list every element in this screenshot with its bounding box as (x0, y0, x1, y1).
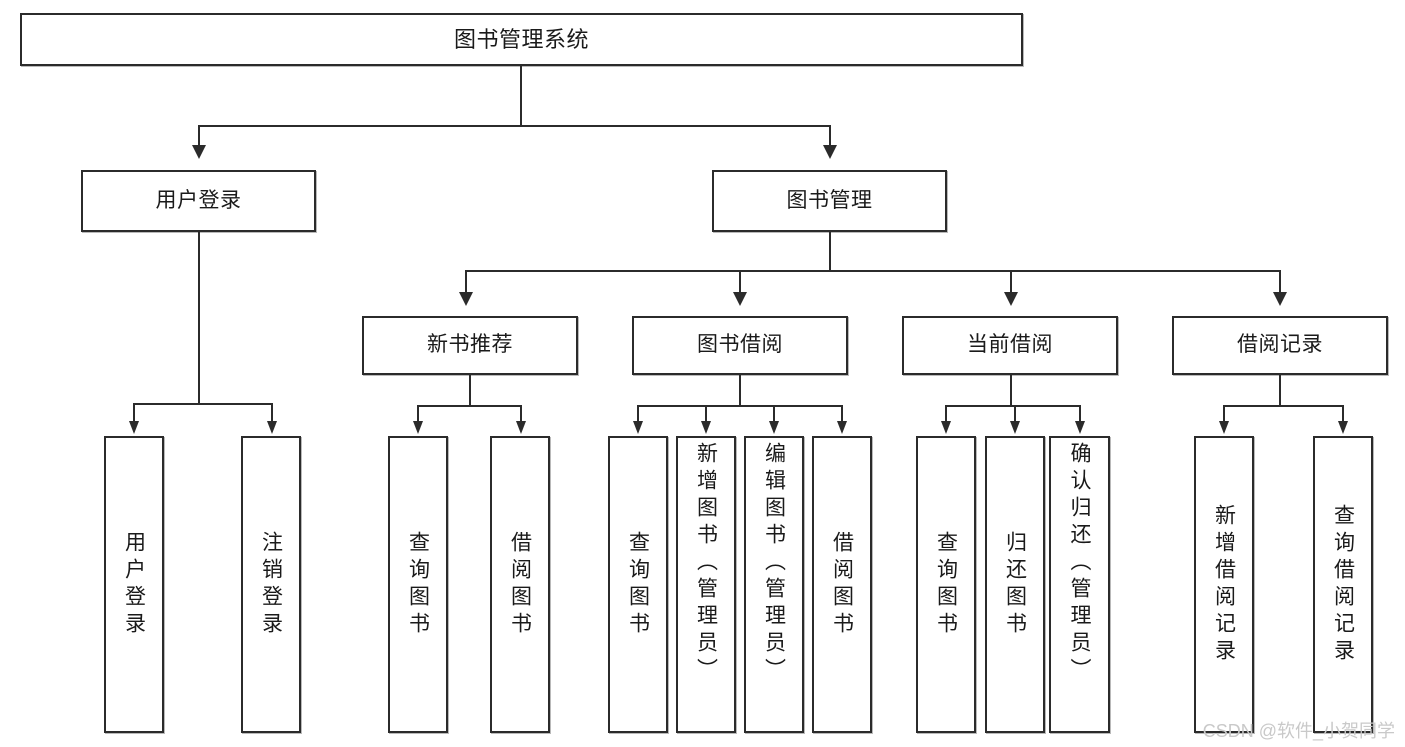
leaf-query-book-1[interactable]: 查询图书 (388, 436, 448, 733)
leaf-query-book-2[interactable]: 查询图书 (608, 436, 668, 733)
arrow-cb-leaf1 (941, 421, 951, 434)
leaf-add-book[interactable]: 新增图书（管理员） (676, 436, 736, 733)
leaf-logout-label: 注销登录 (259, 530, 283, 639)
node-root-label: 图书管理系统 (453, 26, 589, 52)
node-new-book-recommend[interactable]: 新书推荐 (362, 316, 578, 375)
leaf-borrow-book-2-label: 借阅图书 (830, 530, 854, 639)
node-borrow-record-label: 借阅记录 (1237, 333, 1323, 357)
node-book-manage[interactable]: 图书管理 (712, 170, 947, 232)
leaf-query-book-2-label: 查询图书 (626, 530, 650, 639)
node-current-borrow[interactable]: 当前借阅 (902, 316, 1118, 375)
leaf-return-book-label: 归还图书 (1003, 530, 1027, 639)
leaf-add-record[interactable]: 新增借阅记录 (1194, 436, 1254, 733)
connector-to-borrow-record (1279, 270, 1281, 295)
leaf-query-book-3[interactable]: 查询图书 (916, 436, 976, 733)
leaf-borrow-book-1[interactable]: 借阅图书 (490, 436, 550, 733)
arrow-cb-leaf2 (1010, 421, 1020, 434)
leaf-add-book-label: 新增图书（管理员） (694, 442, 718, 685)
connector-bb-leaf2 (705, 405, 707, 423)
connector-current-borrow-stem (1010, 375, 1012, 406)
leaf-edit-book-label: 编辑图书（管理员） (762, 442, 786, 685)
connector-br-leaf2 (1342, 405, 1344, 423)
leaf-return-book[interactable]: 归还图书 (985, 436, 1045, 733)
connector-root-to-user-login (198, 125, 200, 147)
arrow-br-leaf1 (1219, 421, 1229, 434)
connector-br-leaf1 (1223, 405, 1225, 423)
connector-cb-leaf1 (945, 405, 947, 423)
arrow-bb-leaf2 (701, 421, 711, 434)
node-borrow-record[interactable]: 借阅记录 (1172, 316, 1388, 375)
arrow-cb-leaf3 (1075, 421, 1085, 434)
node-new-book-recommend-label: 新书推荐 (427, 333, 513, 357)
node-current-borrow-label: 当前借阅 (967, 333, 1053, 357)
arrow-bb-leaf1 (633, 421, 643, 434)
connector-cb-leaf2 (1014, 405, 1016, 423)
leaf-confirm-return[interactable]: 确认归还（管理员） (1049, 436, 1110, 733)
arrow-user-login-leaf2 (267, 421, 277, 434)
leaf-borrow-book-1-label: 借阅图书 (508, 530, 532, 639)
leaf-query-record[interactable]: 查询借阅记录 (1313, 436, 1373, 733)
arrow-br-leaf2 (1338, 421, 1348, 434)
arrow-user-login-leaf1 (129, 421, 139, 434)
connector-bb-leaf3 (773, 405, 775, 423)
leaf-query-book-3-label: 查询图书 (934, 530, 958, 639)
leaf-query-record-label: 查询借阅记录 (1331, 503, 1355, 666)
connector-book-borrow-stem (739, 375, 741, 406)
arrow-nbr-leaf2 (516, 421, 526, 434)
connector-book-borrow-bar (637, 405, 843, 407)
arrow-to-new-book-recommend (459, 292, 473, 306)
connector-user-login-stem (198, 232, 200, 404)
connector-to-new-book-recommend (465, 270, 467, 295)
connector-new-book-recommend-stem (469, 375, 471, 406)
connector-to-current-borrow (1010, 270, 1012, 295)
arrow-root-to-user-login (192, 145, 206, 159)
arrow-bb-leaf4 (837, 421, 847, 434)
connector-book-manage-stem (829, 232, 831, 272)
connector-borrow-record-stem (1279, 375, 1281, 406)
node-book-borrow-label: 图书借阅 (697, 333, 783, 357)
connector-root-to-book-manage (829, 125, 831, 147)
connector-user-login-bar (133, 403, 273, 405)
connector-user-login-leaf1 (133, 403, 135, 423)
arrow-bb-leaf3 (769, 421, 779, 434)
leaf-user-login-label: 用户登录 (122, 530, 146, 639)
arrow-to-current-borrow (1004, 292, 1018, 306)
node-book-borrow[interactable]: 图书借阅 (632, 316, 848, 375)
arrow-root-to-book-manage (823, 145, 837, 159)
leaf-add-record-label: 新增借阅记录 (1212, 503, 1236, 666)
connector-root-stem (520, 66, 522, 126)
node-root[interactable]: 图书管理系统 (20, 13, 1023, 66)
node-book-manage-label: 图书管理 (786, 188, 873, 212)
connector-bb-leaf1 (637, 405, 639, 423)
leaf-user-login[interactable]: 用户登录 (104, 436, 164, 733)
node-user-login-label: 用户登录 (155, 188, 242, 212)
connector-book-manage-bar (465, 270, 1280, 272)
connector-bb-leaf4 (841, 405, 843, 423)
leaf-edit-book[interactable]: 编辑图书（管理员） (744, 436, 804, 733)
arrow-nbr-leaf1 (413, 421, 423, 434)
connector-nbr-leaf2 (520, 405, 522, 423)
leaf-confirm-return-label: 确认归还（管理员） (1068, 442, 1091, 685)
arrow-to-book-borrow (733, 292, 747, 306)
connector-user-login-leaf2 (271, 403, 273, 423)
leaf-query-book-1-label: 查询图书 (406, 530, 430, 639)
connector-to-book-borrow (739, 270, 741, 295)
node-user-login[interactable]: 用户登录 (81, 170, 316, 232)
connector-nbr-leaf1 (417, 405, 419, 423)
connector-cb-leaf3 (1079, 405, 1081, 423)
connector-current-borrow-bar (945, 405, 1080, 407)
connector-new-book-recommend-bar (417, 405, 522, 407)
arrow-to-borrow-record (1273, 292, 1287, 306)
leaf-borrow-book-2[interactable]: 借阅图书 (812, 436, 872, 733)
leaf-logout[interactable]: 注销登录 (241, 436, 301, 733)
connector-borrow-record-bar (1223, 405, 1343, 407)
connector-root-bar (198, 125, 830, 127)
